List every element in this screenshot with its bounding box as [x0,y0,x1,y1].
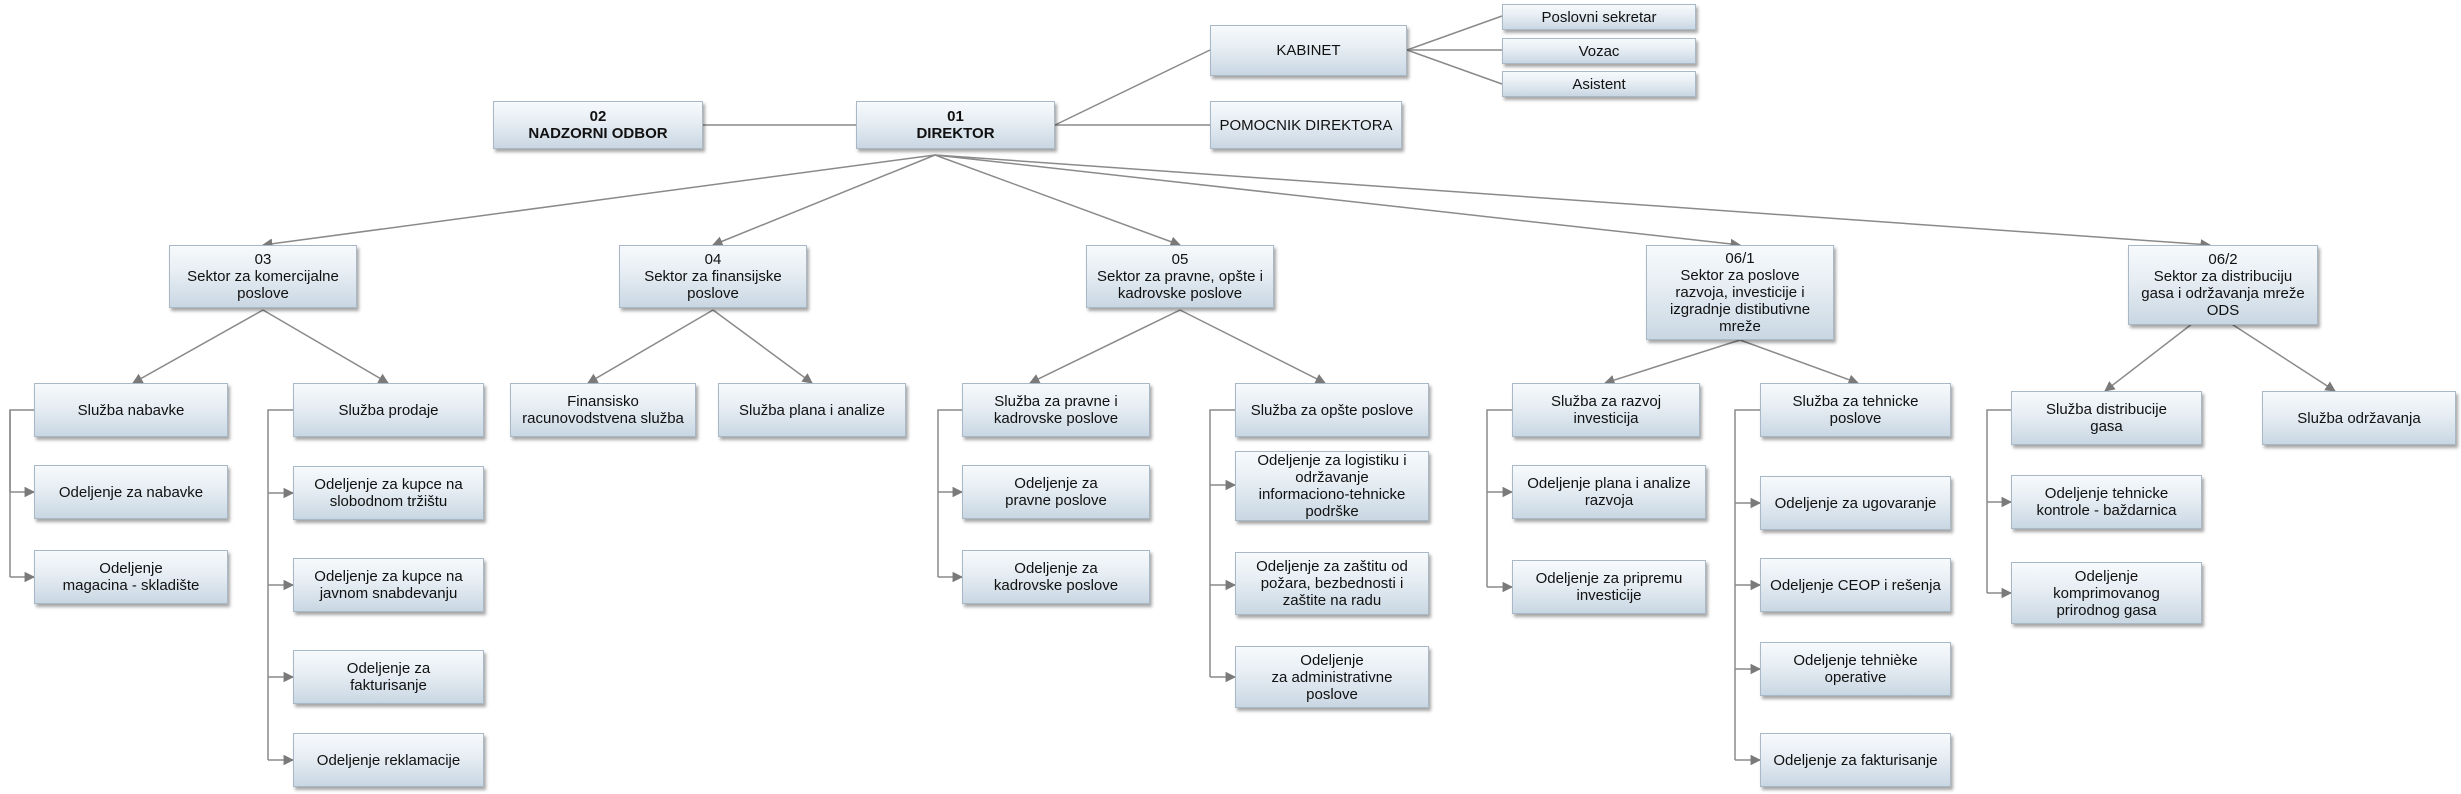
finansisko-racunovodstvena-box: Finansisko racunovodstvena služba [510,383,696,437]
sluzba-razvoj-box: Služba za razvoj investicija [1512,383,1700,437]
sektor-04-box: 04 Sektor za finansijske poslove [619,245,807,308]
sluzba-opste-box: Služba za opšte poslove [1235,383,1429,437]
kabinet-box: KABINET [1210,25,1407,76]
sektor-06-2-box: 06/2 Sektor za distribuciju gasa i održa… [2128,245,2318,325]
odeljenje-kadrovske-box: Odeljenje za kadrovske poslove [962,550,1150,604]
odeljenje-kupci-slobodno-box: Odeljenje za kupce na slobodnom tržištu [293,466,484,520]
nadzorni-odbor-box: 02 NADZORNI ODBOR [493,101,703,149]
odeljenje-priprema-box: Odeljenje za pripremu investicije [1512,560,1706,614]
asistent-box: Asistent [1502,71,1696,97]
odeljenje-administrativne-box: Odeljenje za administrativne poslove [1235,646,1429,708]
direktor-box: 01 DIREKTOR [856,101,1055,149]
poslovni-sekretar-box: Poslovni sekretar [1502,4,1696,30]
odeljenje-ugovaranje-box: Odeljenje za ugovaranje [1760,476,1951,530]
odeljenje-komprimovanog-box: Odeljenje komprimovanog prirodnog gasa [2011,562,2202,624]
odeljenje-pravne-box: Odeljenje za pravne poslove [962,465,1150,519]
odeljenje-magacina-box: Odeljenje magacina - skladište [34,550,228,604]
sluzba-tehnicke-box: Služba za tehnicke poslove [1760,383,1951,437]
sluzba-prodaje-box: Služba prodaje [293,383,484,437]
odeljenje-plana-razvoja-box: Odeljenje plana i analize razvoja [1512,465,1706,519]
sektor-06-1-box: 06/1 Sektor za poslove razvoja, investic… [1646,245,1834,340]
odeljenje-za-nabavke-box: Odeljenje za nabavke [34,465,228,519]
odeljenje-fakturisanje-03-box: Odeljenje za fakturisanje [293,650,484,704]
sluzba-nabavke-box: Služba nabavke [34,383,228,437]
odeljenje-kontrole-box: Odeljenje tehnicke kontrole - baždarnica [2011,475,2202,529]
sluzba-odrzavanja-box: Služba održavanja [2262,391,2456,445]
sektor-03-box: 03 Sektor za komercijalne poslove [169,245,357,308]
odeljenje-logistika-box: Odeljenje za logistiku i održavanje info… [1235,451,1429,521]
odeljenje-kupci-javno-box: Odeljenje za kupce na javnom snabdevanju [293,558,484,612]
sektor-05-box: 05 Sektor za pravne, opšte i kadrovske p… [1086,245,1274,308]
odeljenje-zastita-box: Odeljenje za zaštitu od požara, bezbedno… [1235,552,1429,615]
vozac-box: Vozac [1502,38,1696,64]
sluzba-pravne-kadrovske-box: Služba za pravne i kadrovske poslove [962,383,1150,437]
odeljenje-reklamacije-box: Odeljenje reklamacije [293,733,484,787]
sluzba-plana-analize-box: Služba plana i analize [718,383,906,437]
odeljenje-fakturisanje-06-box: Odeljenje za fakturisanje [1760,733,1951,787]
pomocnik-direktora-box: POMOCNIK DIREKTORA [1210,101,1402,149]
sluzba-distribucije-box: Služba distribucije gasa [2011,391,2202,445]
odeljenje-tehnicke-operative-box: Odeljenje tehnièke operative [1760,642,1951,696]
odeljenje-ceop-box: Odeljenje CEOP i rešenja [1760,558,1951,612]
